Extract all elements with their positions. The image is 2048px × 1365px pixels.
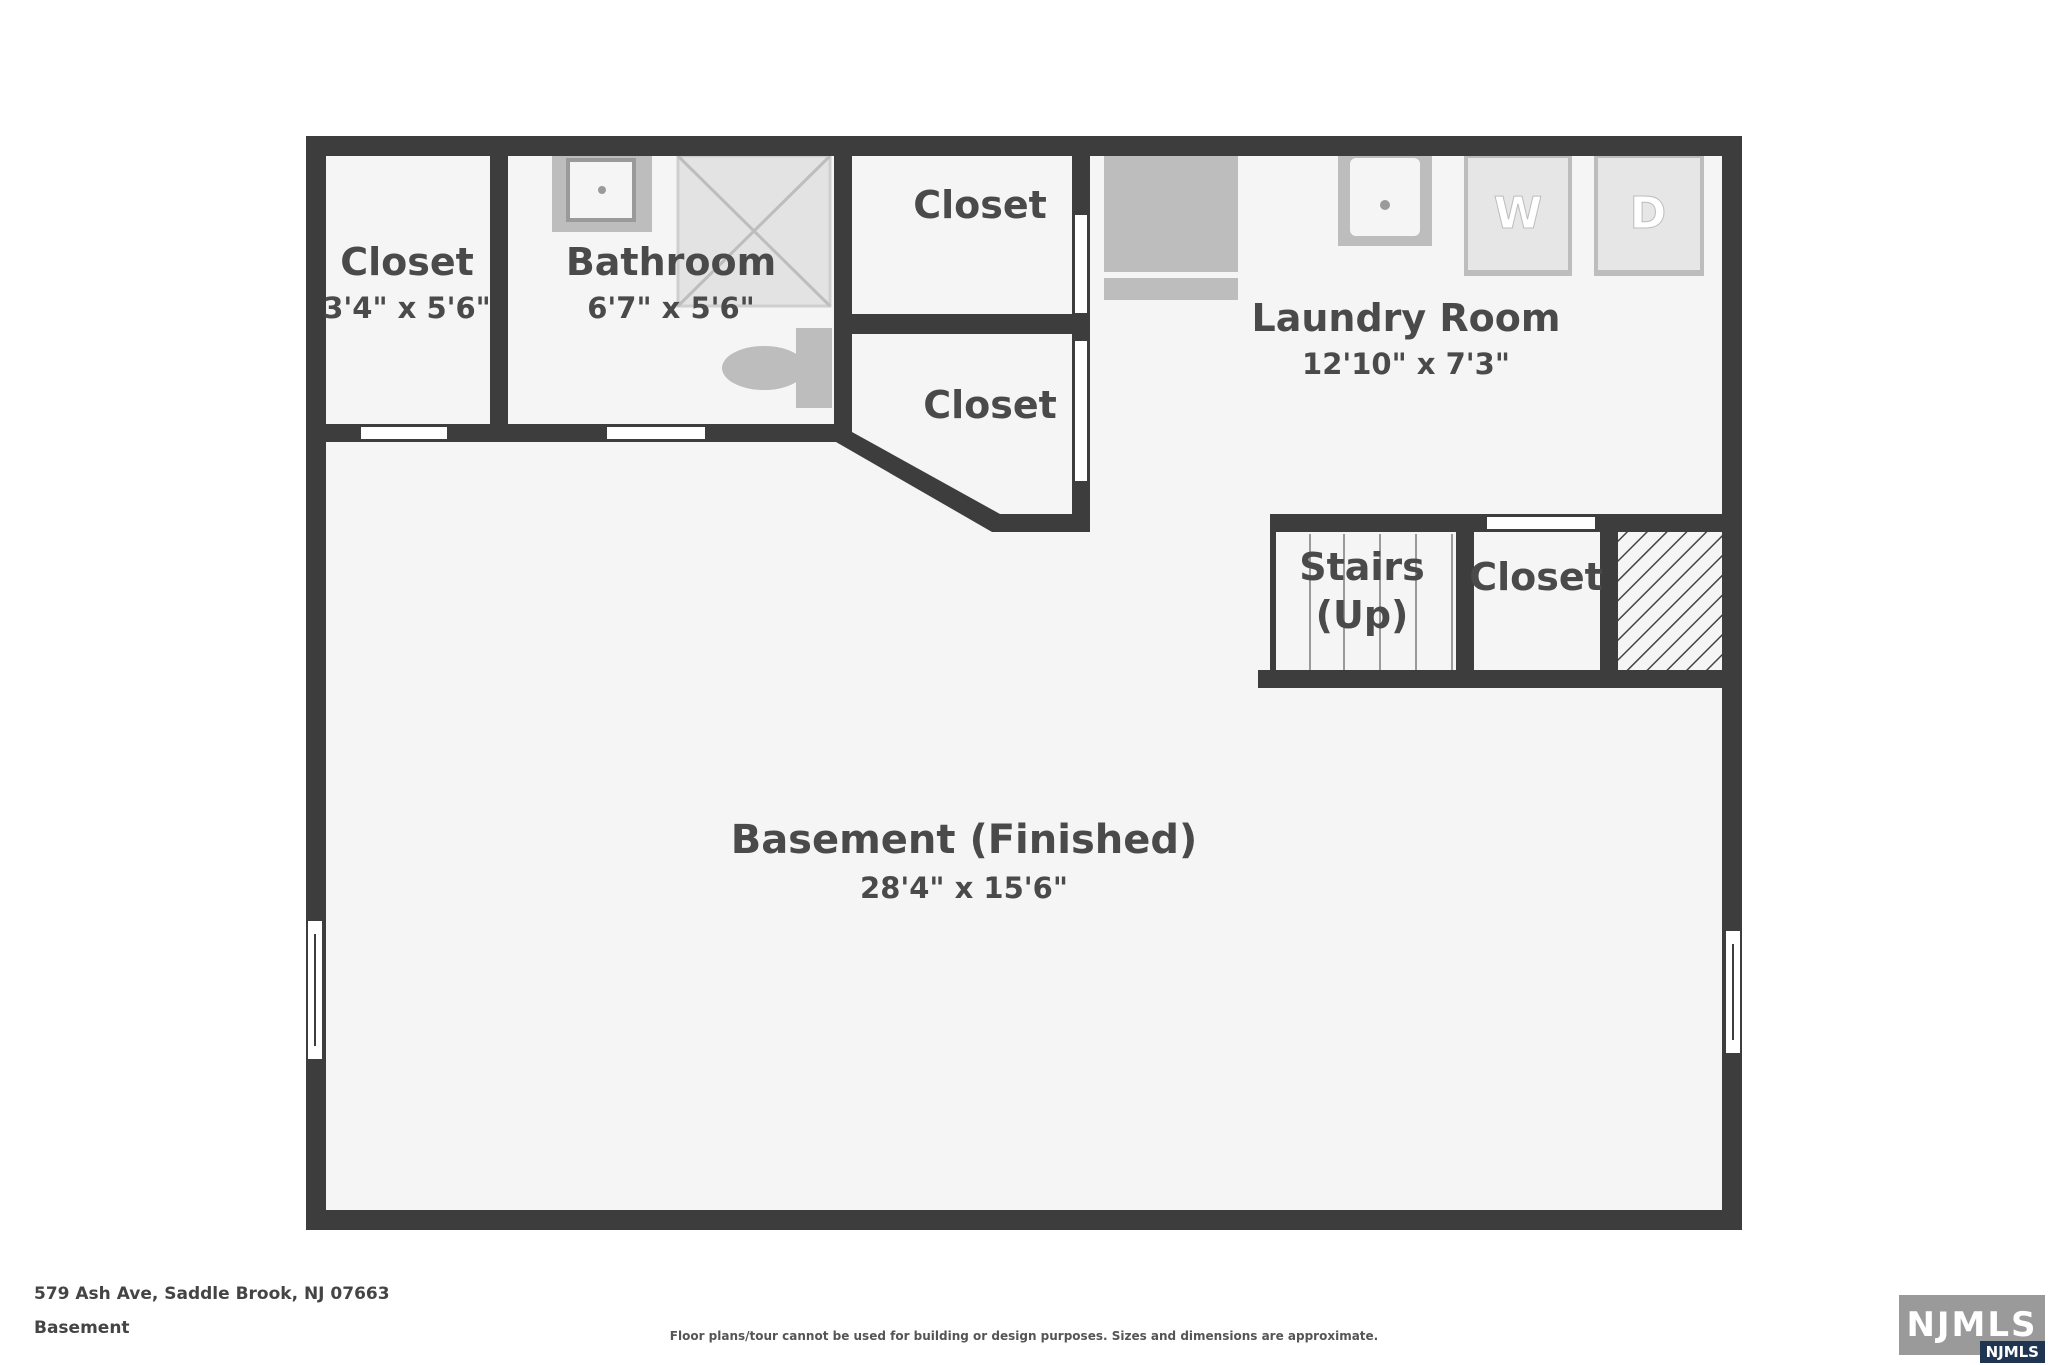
washer-icon: W	[1464, 156, 1572, 276]
closet-left-dims: 3'4" x 5'6"	[323, 291, 491, 325]
laundry-room-name: Laundry Room	[1252, 296, 1561, 340]
floor-level-label: Basement	[34, 1318, 130, 1338]
logo-tag-text: NJMLS	[1979, 1341, 2045, 1363]
closet-angled-name: Closet	[923, 383, 1057, 427]
basement-dims: 28'4" x 15'6"	[860, 871, 1068, 905]
shower-icon	[676, 154, 832, 308]
laundry-cabinet-icon	[1104, 156, 1238, 300]
toilet-icon	[722, 328, 832, 408]
property-address: 579 Ash Ave, Saddle Brook, NJ 07663	[34, 1284, 390, 1304]
laundry-sink-icon	[1338, 156, 1432, 246]
njmls-logo: NJMLS NJMLS	[1899, 1295, 2045, 1363]
utility-hatched-area	[1616, 532, 1724, 674]
bathroom-name: Bathroom	[566, 240, 776, 284]
dryer-label: D	[1630, 188, 1667, 239]
closet-small-name: Closet	[1469, 555, 1603, 599]
washer-label: W	[1494, 188, 1543, 239]
dryer-icon: D	[1594, 156, 1704, 276]
closet-left-name: Closet	[340, 240, 474, 284]
closet-top-name: Closet	[913, 183, 1047, 227]
door-openings	[359, 213, 1597, 531]
basement-name: Basement (Finished)	[731, 817, 1198, 863]
laundry-room-dims: 12'10" x 7'3"	[1302, 347, 1510, 381]
bathroom-dims: 6'7" x 5'6"	[587, 291, 755, 325]
disclaimer-text: Floor plans/tour cannot be used for buil…	[669, 1329, 1379, 1343]
windows	[306, 919, 1742, 1061]
stairs-treads	[1309, 534, 1453, 670]
stairs-name-line1: Stairs	[1299, 545, 1425, 589]
stairs-name-line2: (Up)	[1316, 593, 1409, 637]
